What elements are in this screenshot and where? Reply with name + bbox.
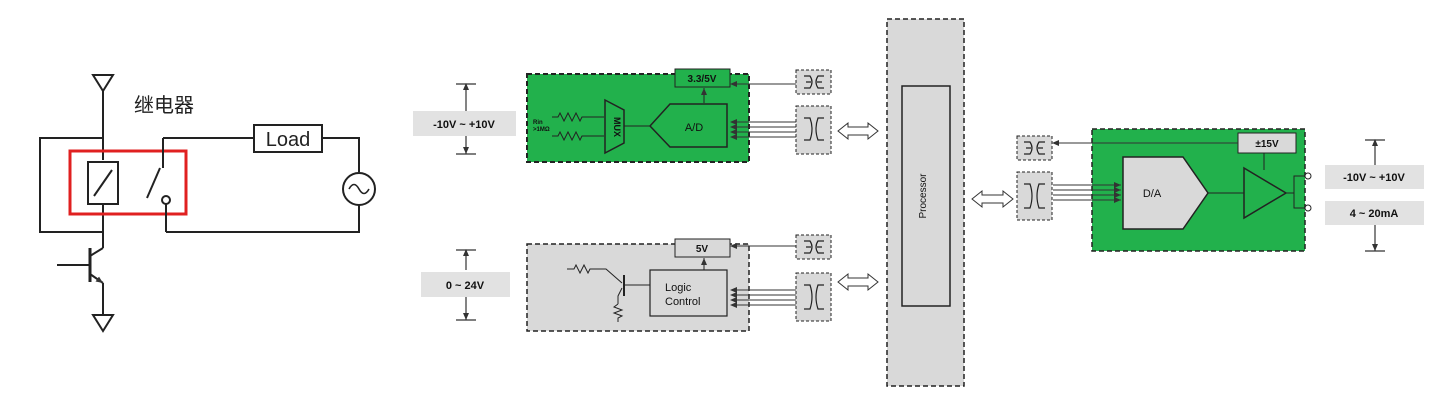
analog-supply-label: 3.3/5V xyxy=(688,74,717,85)
output-current-range-label: 4 ~ 20mA xyxy=(1350,208,1399,220)
resistor-icon xyxy=(612,303,624,322)
resistor-icon xyxy=(552,111,604,123)
logic-control-line1: Logic xyxy=(665,282,692,294)
output-current-range-box xyxy=(1325,201,1424,225)
rin-value: >1MΩ xyxy=(533,127,550,133)
digital-input-section: 0 ~ 24V 5V Logic Control xyxy=(421,234,832,332)
analog-output-section: ±15V D/A -10V ~ +10V 4 ~ 20mA xyxy=(1016,128,1424,252)
output-voltage-range-box xyxy=(1325,165,1424,189)
adc-label: A/D xyxy=(685,122,703,134)
bus-arrow-icon xyxy=(837,121,879,141)
mux-label: MUX xyxy=(612,117,622,137)
relay-highlight-box xyxy=(68,149,188,216)
digital-input-range-label: 0 ~ 24V xyxy=(446,280,485,292)
load-box xyxy=(253,124,323,153)
isolator-icon xyxy=(795,105,832,155)
isolator-icon xyxy=(795,234,832,260)
relay-circuit: Load 继电器 xyxy=(39,74,376,333)
output-voltage-range-label: -10V ~ +10V xyxy=(1343,172,1405,184)
relay-label: 继电器 xyxy=(134,93,194,117)
digital-supply-label: 5V xyxy=(696,244,709,255)
processor-box xyxy=(901,85,951,307)
dac-label: D/A xyxy=(1143,188,1162,200)
processor-section: Processor xyxy=(886,18,965,387)
adc-icon xyxy=(648,103,728,148)
logic-control-box xyxy=(649,269,728,317)
bus-arrow-icon xyxy=(971,189,1014,209)
supply-triangle-icon xyxy=(91,74,115,93)
amplifier-icon xyxy=(1243,166,1288,220)
processor-label: Processor xyxy=(918,173,929,219)
load-label: Load xyxy=(266,129,311,151)
analog-input-range-label: -10V ~ +10V xyxy=(433,119,495,131)
bus-arrow-icon xyxy=(837,272,879,292)
ground-triangle-icon xyxy=(91,314,115,333)
isolator-icon xyxy=(795,272,832,322)
transistor-icon xyxy=(57,247,104,284)
output-supply-label: ±15V xyxy=(1255,139,1279,150)
dac-icon xyxy=(1122,156,1209,230)
isolator-icon xyxy=(795,69,832,95)
digital-input-range-box xyxy=(421,272,510,297)
resistor-icon xyxy=(552,130,604,142)
analog-input-range-box xyxy=(413,111,516,136)
analog-input-section: -10V ~ +10V 3.3/5V Rin >1MΩ MUX A/D xyxy=(413,68,832,163)
analog-supply-box xyxy=(674,68,731,88)
logic-control-line2: Control xyxy=(665,296,700,308)
relay-switch-icon xyxy=(146,167,161,199)
output-terminal-icon xyxy=(1304,172,1312,180)
resistor-icon xyxy=(567,263,623,284)
isolator-icon xyxy=(1016,135,1053,161)
output-terminal-icon xyxy=(1304,204,1312,212)
mux-icon xyxy=(604,98,625,155)
rin-label: Rin xyxy=(533,120,543,126)
isolator-icon xyxy=(1016,171,1053,221)
